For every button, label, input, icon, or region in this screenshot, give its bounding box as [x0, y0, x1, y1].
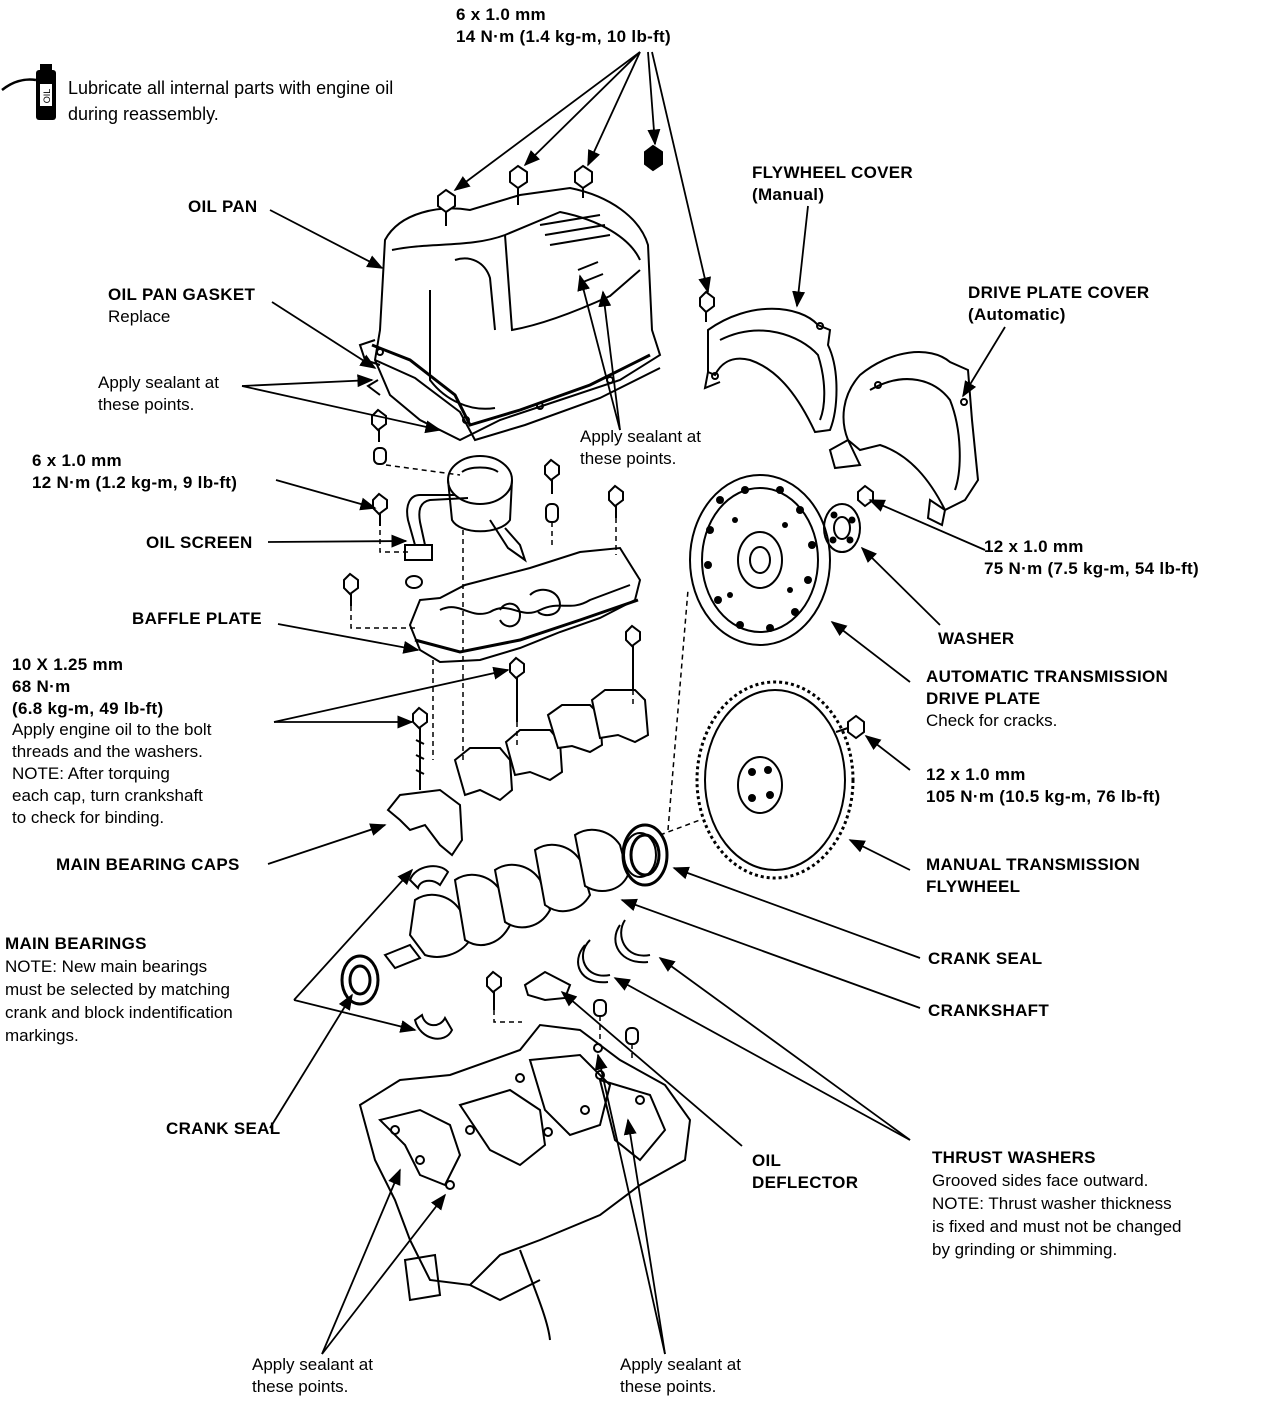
main-bearings-note-2: must be selected by matching — [5, 980, 230, 999]
auto-drive-plate-note: Check for cracks. — [926, 711, 1058, 730]
main-bearings-note-1: NOTE: New main bearings — [5, 957, 208, 976]
label-oil-screen: OIL SCREEN — [146, 533, 253, 552]
label-oil-deflector: OIL DEFLECTOR — [752, 1150, 858, 1194]
label-drive-plate-cover: DRIVE PLATE COVER (Automatic) — [968, 282, 1149, 326]
main-bearings-title: MAIN BEARINGS — [5, 934, 147, 953]
label-sealant-bottom-left: Apply sealant at these points. — [252, 1354, 373, 1398]
auto-drive-plate-line-1: AUTOMATIC TRANSMISSION — [926, 667, 1169, 686]
drive-plate-cover — [830, 352, 978, 525]
label-bolt-top: 6 x 1.0 mm 14 N·m (1.4 kg-m, 10 lb-ft) — [456, 4, 671, 48]
sealant-right-top-line-2: these points. — [580, 449, 677, 468]
bolt-caps-torque: 68 N·m — [12, 676, 71, 696]
label-manual-flywheel: MANUAL TRANSMISSION FLYWHEEL — [926, 854, 1140, 898]
crank-seal-right-art — [623, 825, 667, 885]
bolt-caps-note-1: Apply engine oil to the bolt — [12, 720, 212, 740]
manual-flywheel-line-1: MANUAL TRANSMISSION — [926, 855, 1141, 874]
crankshaft-art — [385, 830, 656, 968]
assembly-lines — [350, 464, 701, 1060]
bolt-top-torque: 14 N·m (1.4 kg-m, 10 lb-ft) — [456, 27, 671, 46]
label-sealant-left-top: Apply sealant at these points. — [98, 372, 219, 416]
oil-pan — [360, 188, 660, 440]
sealant-bottom-right-line-1: Apply sealant at — [620, 1355, 741, 1374]
auto-drive-plate-line-2: DRIVE PLATE — [926, 689, 1041, 708]
sealant-bottom-right-line-2: these points. — [620, 1377, 717, 1396]
thrust-washers-title: THRUST WASHERS — [932, 1148, 1096, 1167]
label-bolt-caps: 10 X 1.25 mm 68 N·m (6.8 kg-m, 49 lb-ft)… — [12, 654, 211, 828]
bolt-flywheel-torque: 105 N·m (10.5 kg-m, 76 lb-ft) — [926, 787, 1161, 806]
label-crank-seal-left: CRANK SEAL — [166, 1119, 281, 1138]
oil-deflector-line-2: DEFLECTOR — [752, 1173, 859, 1192]
label-washer: WASHER — [938, 629, 1015, 648]
automatic-drive-plate — [690, 475, 830, 645]
flywheel-cover-note: (Manual) — [752, 185, 825, 204]
lubricate-line-2: during reassembly. — [68, 104, 219, 124]
label-bolt-drive-plate: 12 x 1.0 mm 75 N·m (7.5 kg-m, 54 lb-ft) — [984, 536, 1199, 580]
thrust-washers-note-4: by grinding or shimming. — [932, 1240, 1118, 1259]
bolt-screen-torque: 12 N·m (1.2 kg-m, 9 lb-ft) — [32, 473, 238, 492]
oil-deflector-art — [525, 972, 570, 1000]
label-crank-seal-right: CRANK SEAL — [928, 949, 1043, 968]
bolt-caps-note-3: NOTE: After torquing — [12, 763, 170, 783]
washer — [824, 486, 873, 552]
thrust-washers-note-3: is fixed and must not be changed — [932, 1217, 1182, 1236]
label-baffle-plate: BAFFLE PLATE — [132, 609, 262, 628]
bolt-top-size: 6 x 1.0 mm — [456, 5, 546, 24]
main-bearings-art — [410, 866, 452, 1039]
bolt-caps-note-4: each cap, turn crankshaft — [12, 785, 203, 805]
bolt-drive-plate-size: 12 x 1.0 mm — [984, 537, 1084, 556]
label-main-bearings: MAIN BEARINGS NOTE: New main bearings mu… — [5, 932, 233, 1047]
label-auto-drive-plate: AUTOMATIC TRANSMISSION DRIVE PLATE Check… — [926, 666, 1168, 732]
bolt-screen-size: 6 x 1.0 mm — [32, 451, 122, 470]
manual-flywheel-line-2: FLYWHEEL — [926, 877, 1021, 896]
thrust-washers-note-1: Grooved sides face outward. — [932, 1171, 1149, 1190]
thrust-washers-art — [578, 920, 650, 982]
label-oil-pan-gasket: OIL PAN GASKET Replace — [108, 284, 255, 328]
bolt-drive-plate-torque: 75 N·m (7.5 kg-m, 54 lb-ft) — [984, 559, 1199, 578]
bolt-caps-size: 10 X 1.25 mm — [12, 655, 124, 674]
oil-pan-gasket-title: OIL PAN GASKET — [108, 285, 256, 304]
label-bolt-flywheel: 12 x 1.0 mm 105 N·m (10.5 kg-m, 76 lb-ft… — [926, 764, 1160, 808]
label-lubricate: Lubricate all internal parts with engine… — [68, 75, 393, 127]
thrust-washers-note-2: NOTE: Thrust washer thickness — [932, 1194, 1172, 1213]
label-main-bearing-caps: MAIN BEARING CAPS — [56, 855, 240, 874]
drive-plate-cover-title: DRIVE PLATE COVER — [968, 283, 1150, 302]
label-oil-pan: OIL PAN — [188, 197, 258, 216]
bolt-caps-torque-alt: (6.8 kg-m, 49 lb-ft) — [12, 698, 164, 718]
label-crankshaft: CRANKSHAFT — [928, 1001, 1050, 1020]
label-sealant-right-top: Apply sealant at these points. — [580, 426, 701, 470]
label-flywheel-cover: FLYWHEEL COVER (Manual) — [752, 162, 913, 206]
label-sealant-bottom-right: Apply sealant at these points. — [620, 1354, 741, 1398]
main-bearing-caps-art — [388, 690, 648, 855]
main-bearings-note-3: crank and block indentification — [5, 1003, 233, 1022]
baffle-plate — [410, 548, 640, 662]
lubricate-line-1: Lubricate all internal parts with engine… — [68, 78, 394, 98]
bolt-flywheel-size: 12 x 1.0 mm — [926, 765, 1026, 784]
flywheel-cover — [700, 292, 837, 432]
oil-pan-gasket-note: Replace — [108, 307, 171, 326]
sealant-left-top-line-1: Apply sealant at — [98, 373, 219, 392]
crank-seal-left-art — [342, 956, 378, 1004]
label-bolt-screen: 6 x 1.0 mm 12 N·m (1.2 kg-m, 9 lb-ft) — [32, 450, 237, 494]
oil-pan-bolts — [437, 144, 663, 226]
sealant-bottom-left-line-2: these points. — [252, 1377, 349, 1396]
leader-arrows — [241, 51, 1006, 1355]
sealant-right-top-line-1: Apply sealant at — [580, 427, 701, 446]
drive-plate-cover-note: (Automatic) — [968, 305, 1066, 324]
main-bearings-note-4: markings. — [5, 1026, 79, 1045]
oil-can-icon: OIL — [1, 64, 56, 120]
oil-screen — [405, 456, 525, 588]
flywheel-cover-title: FLYWHEEL COVER — [752, 163, 914, 182]
engine-block — [360, 1025, 690, 1340]
bolt-caps-note-2: threads and the washers. — [12, 742, 203, 762]
bolt-caps-note-5: to check for binding. — [12, 807, 165, 827]
sealant-bottom-left-line-1: Apply sealant at — [252, 1355, 373, 1374]
svg-text:OIL: OIL — [42, 89, 52, 104]
sealant-left-top-line-2: these points. — [98, 395, 195, 414]
manual-flywheel — [697, 682, 864, 878]
label-thrust-washers: THRUST WASHERS Grooved sides face outwar… — [932, 1146, 1182, 1261]
oil-deflector-line-1: OIL — [752, 1151, 782, 1170]
